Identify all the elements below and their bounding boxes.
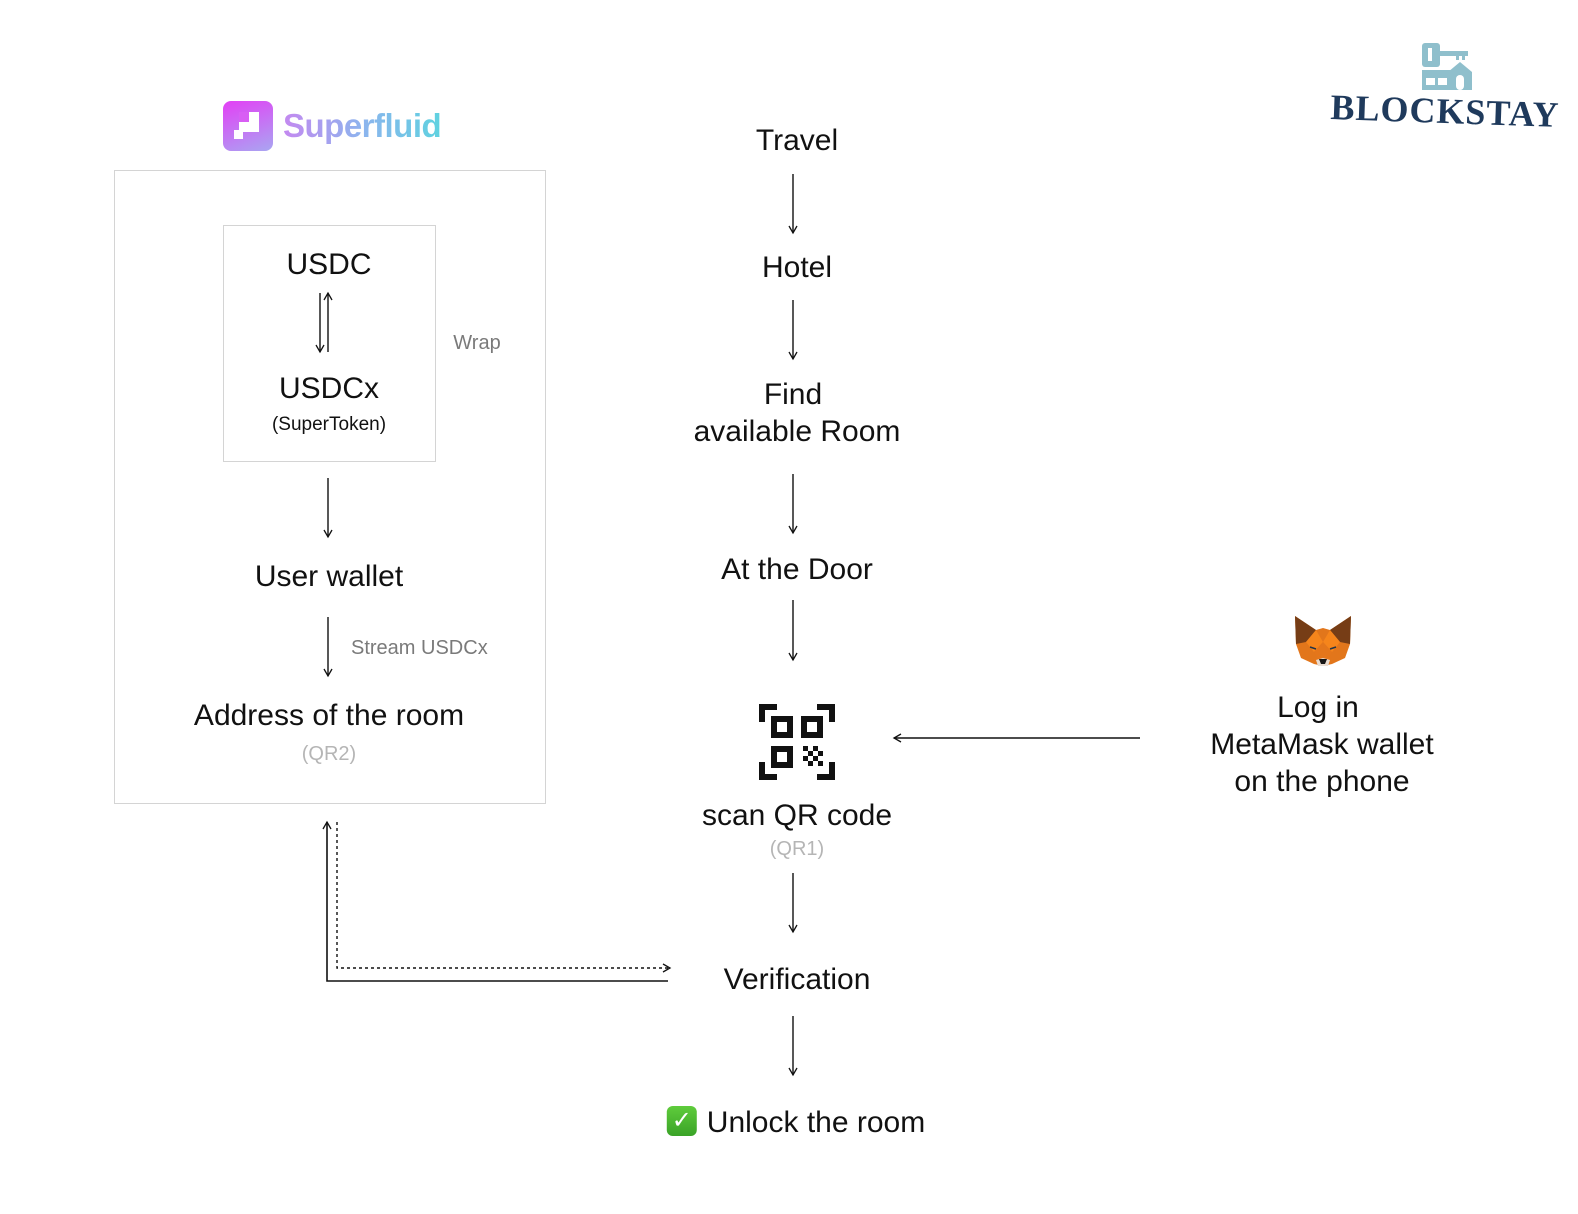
step-at-door: At the Door <box>721 553 873 586</box>
usdc-label: USDC <box>286 248 372 281</box>
metamask-line2: MetaMask wallet <box>1210 728 1434 761</box>
qr2-label: (QR2) <box>301 743 357 765</box>
metamask-line3: on the phone <box>1234 765 1410 798</box>
metamask-login-label: Log in MetaMask wallet on the phone <box>1210 689 1433 800</box>
blockstay-logo: BLOCKSTAY <box>1330 42 1560 135</box>
step-find-room-line2: available Room <box>693 415 901 448</box>
step-hotel: Hotel <box>761 251 833 284</box>
token-wrap-box <box>223 225 436 462</box>
step-travel: Travel <box>755 124 839 157</box>
house-key-icon <box>1422 43 1472 90</box>
stream-usdcx-label: Stream USDCx <box>351 637 488 659</box>
blockstay-wordmark: BLOCKSTAY <box>1329 87 1561 135</box>
usdcx-label: USDCx <box>278 372 380 405</box>
metamask-line1: Log in <box>1277 691 1359 724</box>
qr1-label: (QR1) <box>769 838 825 860</box>
step-unlock-room: ✓ Unlock the room <box>666 1104 926 1141</box>
step-find-room: Find available Room <box>694 376 901 450</box>
superfluid-panel <box>114 170 546 804</box>
supertoken-label: (SuperToken) <box>271 414 387 435</box>
check-mark-button-icon: ✓ <box>666 1106 697 1137</box>
room-address-label: Address of the room <box>193 699 465 732</box>
superfluid-logo: Superfluid <box>223 101 442 151</box>
user-wallet-label: User wallet <box>254 560 404 593</box>
superfluid-logo-icon <box>223 101 273 151</box>
superfluid-wordmark: Superfluid <box>283 107 442 144</box>
wrap-label: Wrap <box>453 332 501 354</box>
metamask-fox-icon <box>1295 616 1351 666</box>
step-verification: Verification <box>723 963 871 996</box>
step-find-room-line1: Find <box>763 378 823 411</box>
arrow-panel-to-verification-dotted <box>336 822 672 973</box>
qr-code-icon <box>759 704 835 780</box>
step-scan-qr: scan QR code <box>701 799 893 832</box>
arrow-verification-to-panel <box>322 820 668 982</box>
step-unlock-room-label: Unlock the room <box>706 1106 926 1139</box>
